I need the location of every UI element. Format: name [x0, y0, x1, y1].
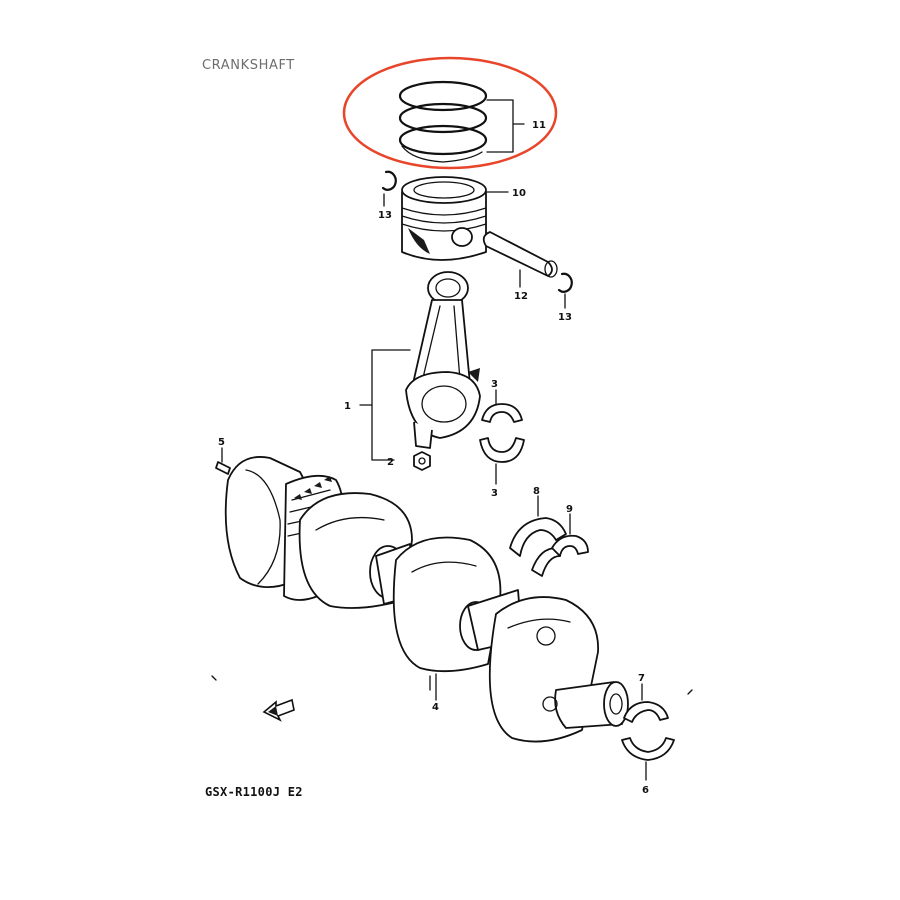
dowel-pin[interactable]	[215, 461, 231, 475]
callout-3a: 3	[491, 379, 498, 390]
circlip-upper[interactable]	[381, 170, 397, 191]
main-bearing-lower[interactable]	[621, 737, 675, 761]
conrod-bearing-lower[interactable]	[479, 437, 525, 463]
callout-7: 7	[638, 673, 645, 684]
callout-10: 10	[512, 188, 526, 199]
main-bearing-upper[interactable]	[623, 701, 669, 723]
callout-13a: 13	[378, 210, 392, 221]
front-direction-arrow-icon	[262, 698, 295, 722]
callout-11: 11	[532, 120, 546, 131]
callout-9: 9	[566, 504, 573, 515]
piston-pin[interactable]	[482, 231, 558, 278]
callout-2: 2	[387, 457, 394, 468]
callout-3b: 3	[491, 488, 498, 499]
callout-1: 1	[344, 401, 351, 412]
page-title: CRANKSHAFT	[202, 58, 295, 73]
crankshaft[interactable]	[224, 456, 629, 743]
callout-8: 8	[533, 486, 540, 497]
callout-4: 4	[432, 702, 439, 713]
model-code: GSX-R1100J E2	[205, 785, 303, 799]
callout-6: 6	[642, 785, 649, 796]
rod-nut[interactable]	[413, 451, 431, 471]
callout-12: 12	[514, 291, 528, 302]
callout-5: 5	[218, 437, 225, 448]
thrust-bearing-9[interactable]	[551, 534, 589, 557]
connecting-rod[interactable]	[405, 271, 481, 449]
rod-bracket	[359, 349, 411, 461]
ring-bracket	[486, 99, 525, 153]
conrod-bearing-upper[interactable]	[481, 403, 523, 423]
tick-marks	[211, 675, 693, 695]
callout-13b: 13	[558, 312, 572, 323]
highlight-ellipse	[342, 56, 558, 170]
piston-rings[interactable]	[398, 80, 488, 163]
piston[interactable]	[401, 176, 487, 261]
circlip-lower[interactable]	[557, 272, 573, 293]
